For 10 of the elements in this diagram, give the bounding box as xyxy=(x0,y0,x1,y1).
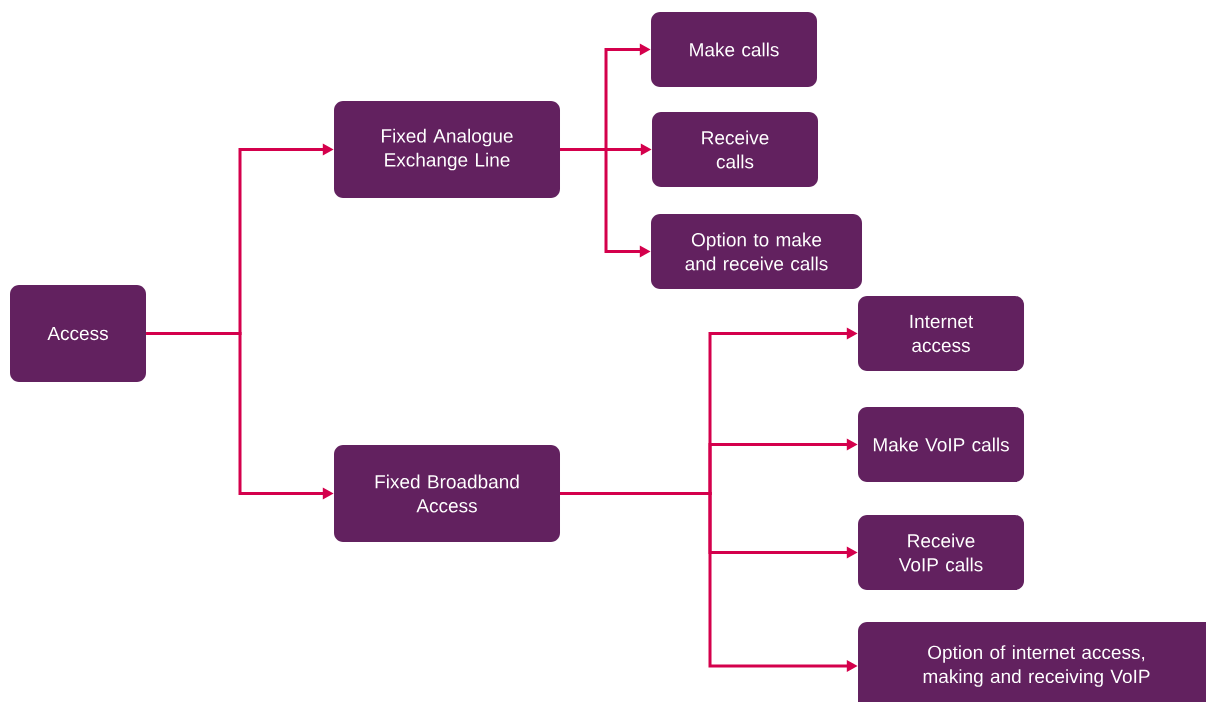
process-box: Make calls xyxy=(651,12,817,87)
process-box: Receive calls xyxy=(652,112,818,187)
process-box: Fixed Broadband Access xyxy=(334,445,560,542)
process-box: Fixed Analogue Exchange Line xyxy=(334,101,560,198)
process-box: Make VoIP calls xyxy=(858,407,1024,482)
process-box: Internet access xyxy=(858,296,1024,371)
process-box: Access xyxy=(10,285,146,382)
process-box: Option of internet access, making and receiving VoIP xyxy=(858,622,1206,702)
process-box: Option to make and receive calls xyxy=(651,214,862,289)
process-box: Receive VoIP calls xyxy=(858,515,1024,590)
